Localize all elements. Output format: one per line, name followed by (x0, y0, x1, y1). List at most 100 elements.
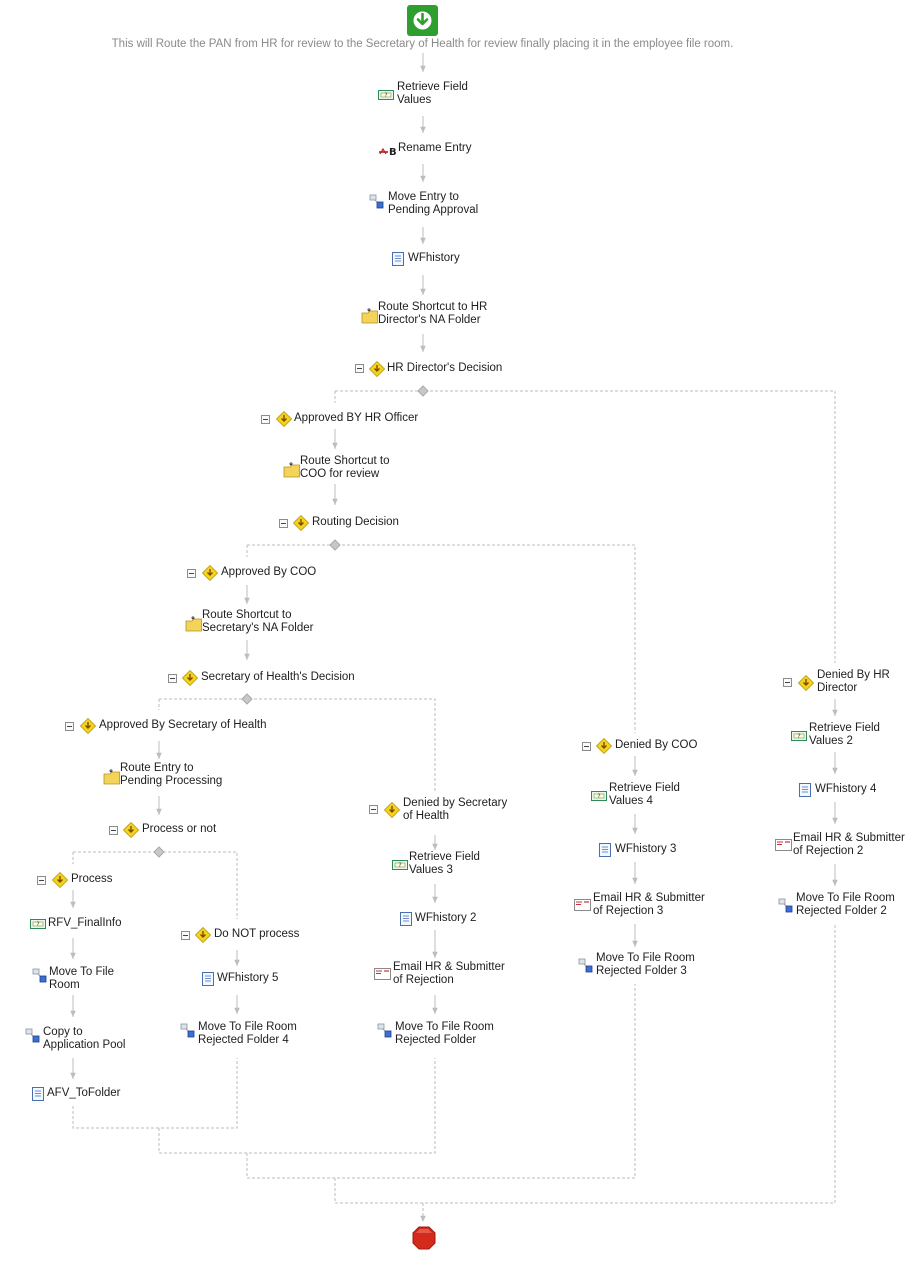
retrieve-field-icon: ? (378, 87, 394, 103)
branch-connector (335, 390, 836, 663)
branch-connector (246, 984, 636, 1179)
move-entry-icon (778, 898, 794, 914)
decision-icon (52, 872, 68, 888)
document-icon (597, 842, 613, 858)
document-icon (200, 971, 216, 987)
decision-icon (293, 515, 309, 531)
decision-icon (123, 822, 139, 838)
retrieve-field-icon: ? (30, 916, 46, 932)
collapse-toggle[interactable] (187, 569, 196, 578)
document-icon (30, 1086, 46, 1102)
branch-split-diamond (241, 693, 253, 705)
branch-split-diamond (329, 539, 341, 551)
node-label: WFhistory 3 (615, 843, 677, 855)
decision-icon (202, 565, 218, 581)
svg-text:?: ? (36, 921, 39, 928)
folder-shortcut-icon (283, 461, 300, 478)
rename-icon: B (378, 143, 397, 159)
node-label: Do NOT process (214, 928, 300, 940)
move-entry-icon (180, 1023, 196, 1039)
collapse-toggle[interactable] (109, 826, 118, 835)
retrieve-field-icon: ? (791, 728, 807, 744)
decision-icon (384, 802, 400, 818)
decision-icon (182, 670, 198, 686)
collapse-toggle[interactable] (355, 364, 364, 373)
collapse-toggle[interactable] (783, 678, 792, 687)
collapse-toggle[interactable] (369, 805, 378, 814)
node-label: Process (71, 873, 113, 885)
retrieve-field-icon: ? (392, 857, 408, 873)
document-icon (398, 911, 414, 927)
collapse-toggle[interactable] (279, 519, 288, 528)
stop-node[interactable] (412, 1226, 436, 1250)
node-label: Process or not (142, 823, 217, 835)
collapse-toggle[interactable] (582, 742, 591, 751)
node-label: WFhistory 5 (217, 972, 279, 984)
decision-icon (798, 675, 814, 691)
node-label: Approved By COO (221, 566, 317, 578)
decision-icon (369, 361, 385, 377)
decision-icon (195, 927, 211, 943)
email-icon (775, 838, 792, 854)
branch-connector (247, 544, 636, 733)
svg-text:B: B (389, 147, 397, 158)
svg-text:?: ? (597, 793, 600, 800)
collapse-toggle[interactable] (37, 876, 46, 885)
svg-text:?: ? (797, 733, 800, 740)
node-label: Secretary of Health's Decision (201, 671, 355, 683)
decision-icon (80, 718, 96, 734)
collapse-toggle[interactable] (261, 415, 270, 424)
node-label: Approved BY HR Officer (294, 412, 419, 424)
branch-split-diamond (417, 385, 429, 397)
branch-connector (158, 1058, 436, 1154)
node-label: WFhistory 4 (815, 783, 877, 795)
node-label: WFhistory 2 (415, 912, 477, 924)
move-entry-icon (25, 1028, 41, 1044)
branch-split-diamond (153, 846, 165, 858)
folder-shortcut-icon (361, 307, 378, 324)
node-label: RFV_FinalInfo (48, 917, 122, 929)
node-label: Approved By Secretary of Health (99, 719, 267, 731)
collapse-toggle[interactable] (65, 722, 74, 731)
move-entry-icon (377, 1023, 393, 1039)
decision-icon (276, 411, 292, 427)
collapse-toggle[interactable] (168, 674, 177, 683)
decision-icon (596, 738, 612, 754)
branch-connector (72, 1058, 238, 1129)
svg-text:?: ? (398, 862, 401, 869)
node-label: WFhistory (408, 252, 460, 264)
node-label: Denied By COO (615, 739, 698, 751)
node-label: AFV_ToFolder (47, 1087, 121, 1099)
collapse-toggle[interactable] (181, 931, 190, 940)
workflow-description: This will Route the PAN from HR for revi… (111, 38, 734, 50)
folder-shortcut-icon (103, 768, 120, 785)
start-node[interactable] (407, 5, 438, 36)
branch-connector (334, 923, 836, 1204)
document-icon (390, 251, 406, 267)
email-icon (374, 967, 391, 983)
document-icon (797, 782, 813, 798)
node-label: HR Director's Decision (387, 362, 503, 374)
svg-text:?: ? (384, 92, 387, 99)
retrieve-field-icon: ? (591, 788, 607, 804)
move-entry-icon (32, 968, 48, 984)
